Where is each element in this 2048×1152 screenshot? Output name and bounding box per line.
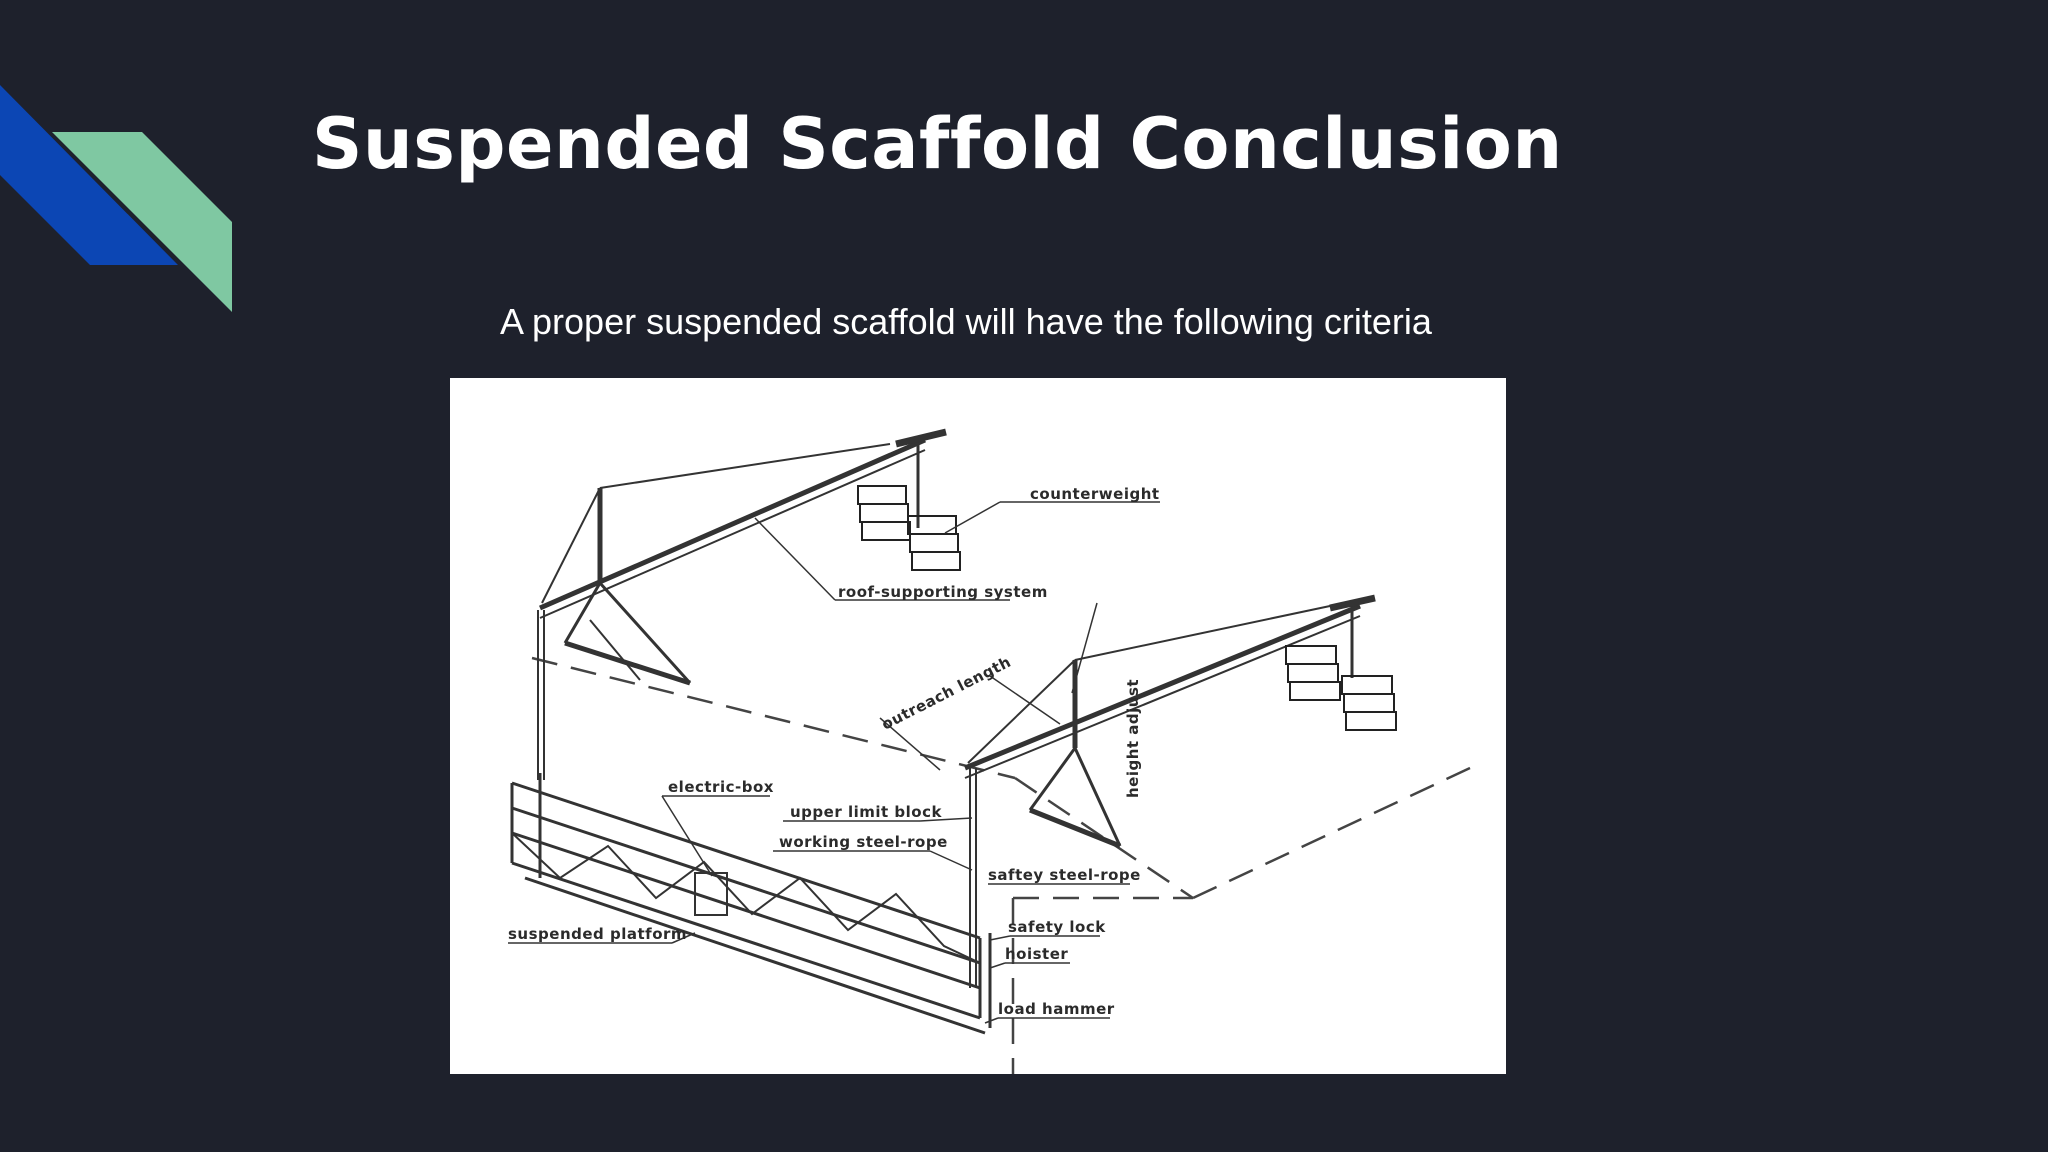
label-roof-supporting-system: roof-supporting system xyxy=(838,583,1048,601)
label-outreach-length: outreach length xyxy=(879,653,1014,734)
green-stripe xyxy=(52,132,232,312)
right-roof-support xyxy=(964,594,1376,849)
scaffold-drawing: counterweight roof-supporting system out… xyxy=(508,428,1471,1074)
corner-decoration xyxy=(0,85,232,312)
label-upper-limit-block: upper limit block xyxy=(790,803,942,821)
slide-title: Suspended Scaffold Conclusion xyxy=(312,103,1563,185)
label-counterweight: counterweight xyxy=(1030,485,1160,503)
label-height-adjust: height adjust xyxy=(1124,679,1142,798)
steel-ropes xyxy=(537,610,977,988)
scaffold-diagram: counterweight roof-supporting system out… xyxy=(450,378,1506,1074)
right-counterweights xyxy=(1285,645,1397,731)
label-safety-lock: safety lock xyxy=(1008,918,1106,936)
label-saftey-steel-rope: saftey steel-rope xyxy=(988,866,1141,884)
label-electric-box: electric-box xyxy=(668,778,774,796)
slide-subtitle: A proper suspended scaffold will have th… xyxy=(500,301,1432,342)
label-hoister: hoister xyxy=(1005,945,1068,963)
label-load-hammer: load hammer xyxy=(998,1000,1115,1018)
label-suspended-platform: suspended platform xyxy=(508,925,687,943)
left-roof-support xyxy=(539,428,947,686)
label-working-steel-rope: working steel-rope xyxy=(779,833,948,851)
suspended-platform xyxy=(510,773,992,1035)
left-counterweights xyxy=(857,485,961,571)
building-outline xyxy=(531,656,1471,1074)
leader-lines xyxy=(508,501,1160,1024)
blue-stripe xyxy=(0,85,178,265)
